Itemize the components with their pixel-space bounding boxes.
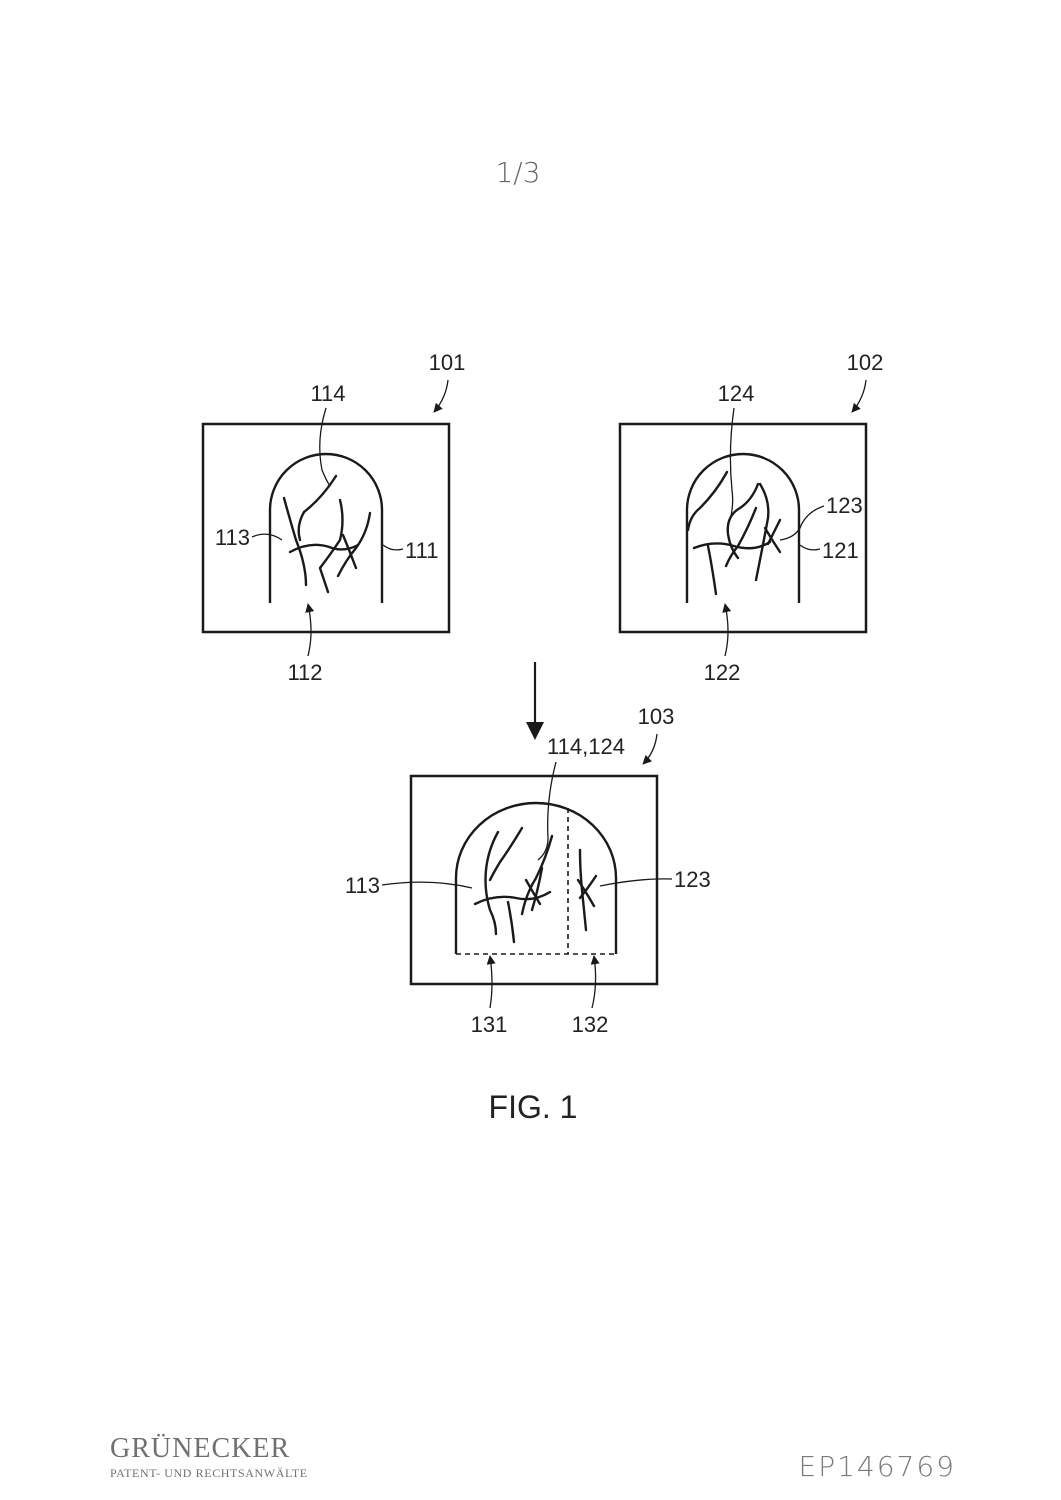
reference-numeral: 111	[405, 538, 438, 563]
reference-numeral: 132	[572, 1012, 609, 1037]
reference-numeral: 124	[718, 381, 755, 406]
reference-numeral: 112	[287, 660, 322, 685]
reference-numeral: 113	[215, 525, 250, 550]
image-panel-102: 102 124 123 121 122	[620, 350, 883, 685]
reference-numeral: 114	[310, 381, 345, 406]
reference-numeral: 121	[822, 538, 859, 563]
finger-veins	[284, 476, 370, 592]
reference-numeral: 131	[471, 1012, 508, 1037]
logo-subtitle: PATENT- UND RECHTSANWÄLTE	[110, 1466, 308, 1480]
reference-numeral: 122	[704, 660, 741, 685]
firm-logo: GRÜNECKER PATENT- UND RECHTSANWÄLTE	[110, 1433, 308, 1480]
finger-veins	[475, 828, 596, 942]
reference-numeral: 101	[429, 350, 466, 375]
reference-numeral: 102	[847, 350, 884, 375]
reference-numeral: 123	[826, 493, 863, 518]
reference-numeral: 114,124	[547, 734, 625, 759]
combine-arrow	[526, 662, 544, 740]
finger-veins	[688, 472, 780, 594]
reference-numeral: 103	[638, 704, 675, 729]
image-panel-101: 101 114 113 111 112	[203, 350, 465, 685]
finger-outline	[687, 454, 799, 603]
page-number: 1/3	[495, 156, 540, 189]
image-panel-103: 103 114,124 113 123 131 132	[345, 704, 711, 1037]
reference-numeral: 113	[345, 873, 380, 898]
document-number: EP146769	[799, 1450, 956, 1483]
logo-name: GRÜNECKER	[110, 1433, 290, 1464]
reference-numeral: 123	[674, 867, 711, 892]
figure-label: FIG. 1	[489, 1089, 578, 1125]
